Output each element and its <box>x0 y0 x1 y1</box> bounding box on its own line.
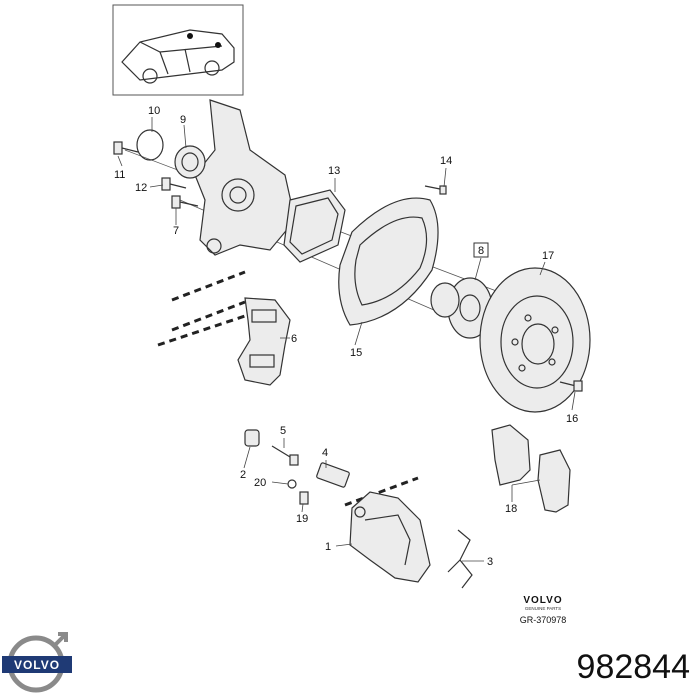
car-thumbnail <box>112 4 244 96</box>
logo-band <box>2 656 72 673</box>
highlight-rear-marker <box>215 42 221 48</box>
brake-caliper <box>349 491 431 583</box>
bolt-12 <box>161 177 187 191</box>
genuine-parts-stamp: VOLVO GENUINE PARTS GR-370978 <box>520 595 567 625</box>
caliper-carrier <box>237 297 291 386</box>
callout-15: 15 <box>350 347 362 359</box>
callout-5: 5 <box>280 425 286 437</box>
part-number: 982844 <box>577 648 690 686</box>
callout-4: 4 <box>322 447 328 459</box>
bolt-11 <box>113 141 139 155</box>
callout-11: 11 <box>114 169 125 181</box>
bolt-16 <box>559 380 583 392</box>
bolt-14 <box>424 185 447 195</box>
steering-knuckle <box>194 99 296 256</box>
stamp-code: GR-370978 <box>520 615 567 625</box>
callout-19: 19 <box>296 513 308 525</box>
callout-1: 1 <box>325 541 331 553</box>
dust-cap <box>244 429 260 447</box>
volvo-logo: VOLVO <box>2 632 72 693</box>
guide-sleeve <box>316 462 350 488</box>
callout-3: 3 <box>487 556 493 568</box>
leader-lines <box>117 117 576 562</box>
callout-18: 18 <box>505 503 517 515</box>
highlight-front-marker <box>187 33 193 39</box>
stamp-subtitle: GENUINE PARTS <box>525 606 561 611</box>
callout-12: 12 <box>135 182 147 194</box>
callout-17: 17 <box>542 250 554 262</box>
callout-20: 20 <box>254 477 266 489</box>
callout-13: 13 <box>328 165 340 177</box>
callout-6: 6 <box>291 333 297 345</box>
guide-pin <box>271 445 299 466</box>
bearing-housing <box>174 145 206 179</box>
callout-numbers: 10 9 11 12 7 13 14 8 17 15 16 6 5 2 4 20… <box>114 105 578 568</box>
callout-9: 9 <box>180 114 186 126</box>
stamp-brand: VOLVO <box>523 595 562 606</box>
bleed-cap <box>287 479 297 489</box>
callout-14: 14 <box>440 155 452 167</box>
callout-2: 2 <box>240 469 246 481</box>
callout-10: 10 <box>148 105 160 117</box>
callout-8: 8 <box>478 245 484 257</box>
callout-box-8 <box>473 242 489 258</box>
callout-7: 7 <box>173 225 179 237</box>
splash-shield <box>338 197 439 326</box>
seal-ring <box>136 129 164 161</box>
anti-rattle-spring <box>447 529 473 589</box>
callout-16: 16 <box>566 413 578 425</box>
gasket <box>283 189 346 263</box>
brake-disc <box>479 267 591 413</box>
brake-pads <box>491 424 571 513</box>
logo-text: VOLVO <box>14 658 60 672</box>
bleed-screw <box>299 491 309 505</box>
